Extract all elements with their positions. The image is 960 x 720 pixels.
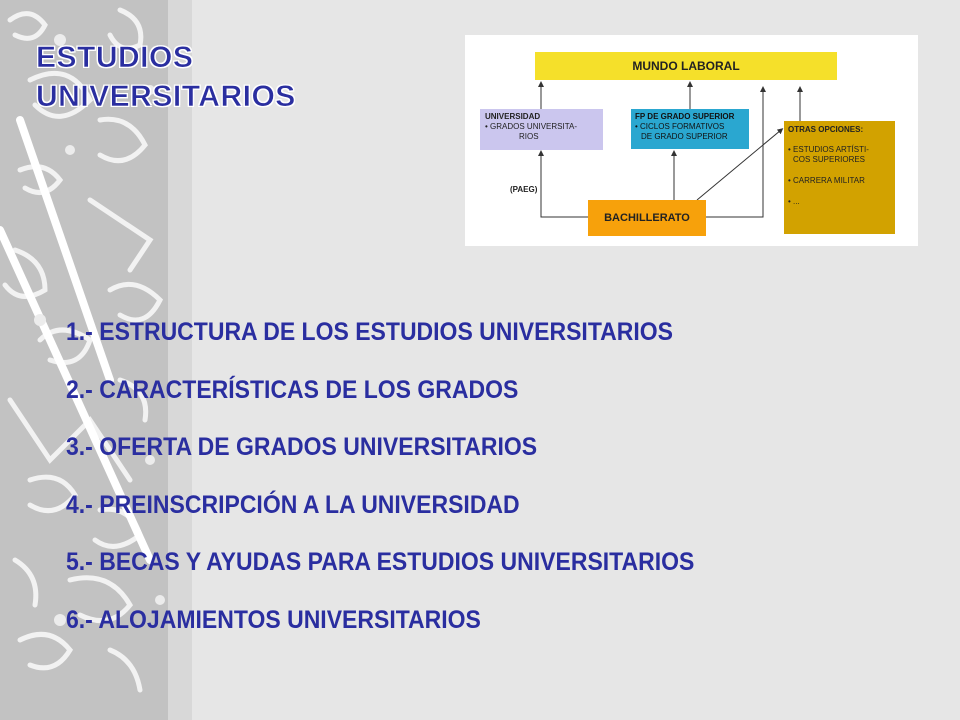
title-line-2: UNIVERSITARIOS [36,80,296,114]
bachillerato-box: BACHILLERATO [588,200,706,236]
universidad-line-2: RIOS [519,132,539,141]
otras-line-4: • ... [788,197,800,206]
topic-item-preinscripcion[interactable]: 4.- PREINSCRIPCIÓN A LA UNIVERSIDAD [66,490,520,519]
universidad-line-1: • GRADOS UNIVERSITA- [485,122,577,131]
topics-list: 1.- ESTRUCTURA DE LOS ESTUDIOS UNIVERSIT… [66,313,749,658]
topic-item-caracteristicas[interactable]: 2.- CARACTERÍSTICAS DE LOS GRADOS [66,375,519,404]
otras-line-1: • ESTUDIOS ARTÍSTI- [788,145,869,154]
universidad-heading: UNIVERSIDAD [485,112,541,121]
education-pathway-diagram: MUNDO LABORAL UNIVERSIDAD • GRADOS UNIVE… [465,35,918,246]
tribal-pattern-graphic [0,0,192,720]
page-title: ESTUDIOS UNIVERSITARIOS [36,38,296,116]
fp-heading: FP DE GRADO SUPERIOR [635,112,735,121]
decorative-side-pattern [0,0,192,720]
topic-item-oferta[interactable]: 3.- OFERTA DE GRADOS UNIVERSITARIOS [66,433,538,461]
fp-line-1: • CICLOS FORMATIVOS [635,122,725,131]
otras-opciones-box: OTRAS OPCIONES: • ESTUDIOS ARTÍSTI- COS … [784,121,895,234]
topic-item-alojamientos[interactable]: 6.- ALOJAMIENTOS UNIVERSITARIOS [66,605,481,634]
topic-item-becas[interactable]: 5.- BECAS Y AYUDAS PARA ESTUDIOS UNIVERS… [66,548,695,576]
fp-line-2: DE GRADO SUPERIOR [641,132,728,141]
diagram-arrows [538,81,803,218]
otras-line-2: COS SUPERIORES [793,155,866,164]
topic-item-estructura[interactable]: 1.- ESTRUCTURA DE LOS ESTUDIOS UNIVERSIT… [66,318,673,346]
title-line-1: ESTUDIOS [36,41,194,75]
otras-line-3: • CARRERA MILITAR [788,176,865,185]
otras-heading: OTRAS OPCIONES: [788,125,864,134]
mundo-laboral-box: MUNDO LABORAL [535,52,837,80]
universidad-box: UNIVERSIDAD • GRADOS UNIVERSITA- RIOS [480,109,603,150]
paeg-label: (PAEG) [510,185,538,194]
fp-grado-superior-box: FP DE GRADO SUPERIOR • CICLOS FORMATIVOS… [631,109,749,149]
